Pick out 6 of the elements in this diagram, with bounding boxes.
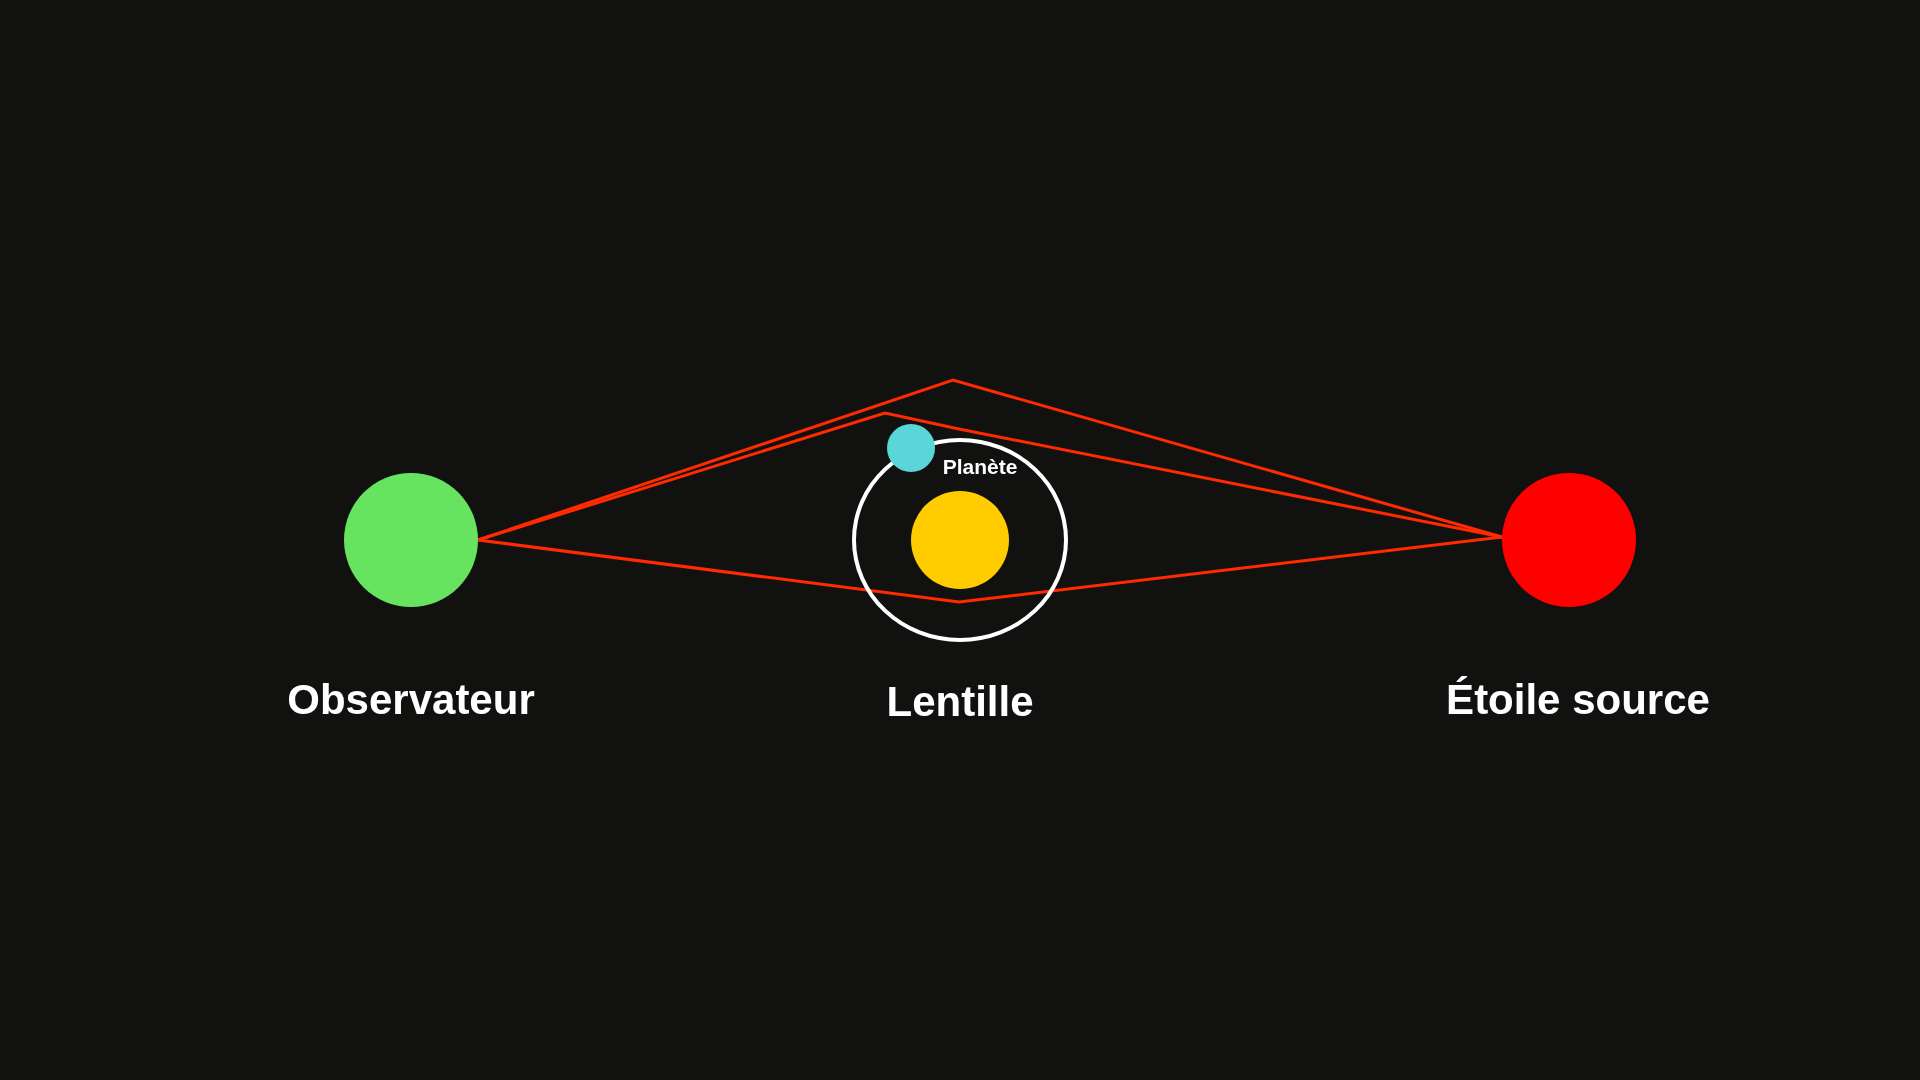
planet-label: Planète bbox=[942, 455, 1018, 479]
object-label: Observateur bbox=[287, 676, 535, 724]
object-label: Étoile source bbox=[1446, 676, 1710, 724]
object-label: Lentille bbox=[886, 678, 1034, 726]
light-ray bbox=[477, 411, 1503, 542]
light-ray bbox=[477, 535, 1503, 604]
